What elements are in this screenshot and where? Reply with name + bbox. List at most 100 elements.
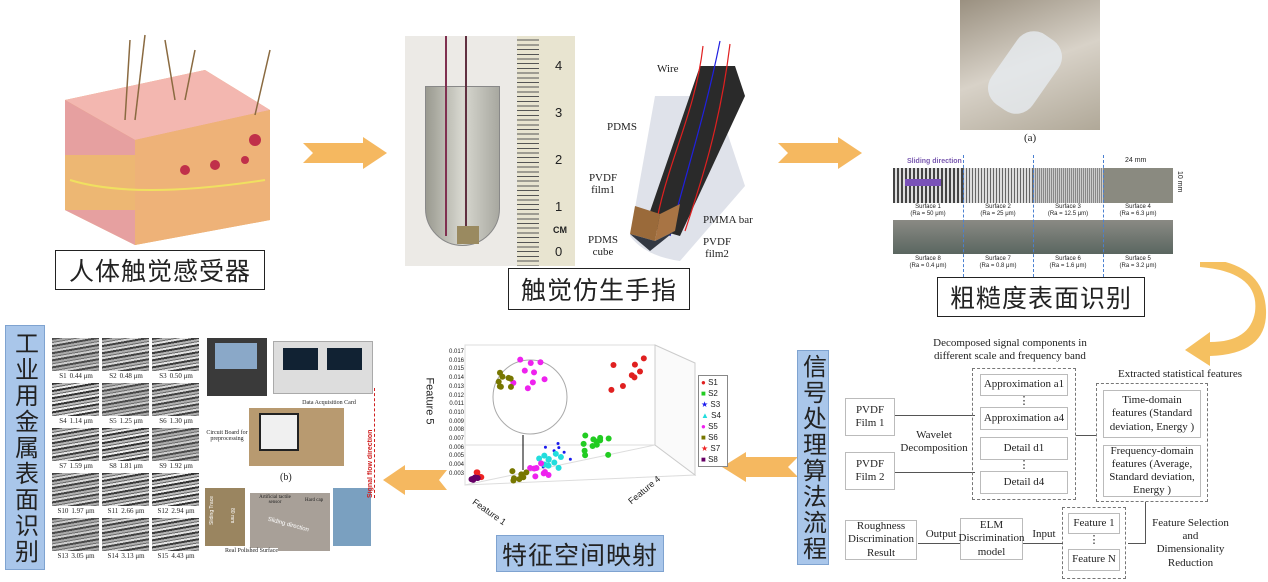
label-wire: Wire xyxy=(657,63,679,75)
point-S5 xyxy=(532,473,539,480)
ruler-tick-1: 1 xyxy=(555,199,563,214)
y-tick-label: 0.005 xyxy=(448,453,464,460)
legend-item: ★ S3 xyxy=(701,399,725,410)
sem-image xyxy=(102,338,149,371)
arrow-right-icon xyxy=(778,137,862,169)
finger-on-surface-photo xyxy=(960,0,1100,130)
sample-ra: 3.13 μm xyxy=(121,552,145,560)
label-pvdf1: PVDF film1 xyxy=(588,172,618,196)
sample-id: S4 xyxy=(59,417,67,425)
feature1-box: Feature 1 xyxy=(1068,513,1120,534)
y-tick-label: 0.008 xyxy=(448,427,464,434)
trace-length-label: 80 mm xyxy=(229,508,235,524)
y-tick-label: 0.010 xyxy=(448,409,464,416)
sample-id: S3 xyxy=(159,372,167,380)
sem-image xyxy=(152,428,199,461)
skin-receptor-illustration xyxy=(55,30,280,250)
legend-label: S1 xyxy=(708,378,718,387)
sample-id: S2 xyxy=(109,372,117,380)
legend-item: ■ S2 xyxy=(701,388,725,399)
point-S5 xyxy=(541,376,548,383)
sample-ra: 1.92 μm xyxy=(169,462,193,470)
sample-ra: 1.14 μm xyxy=(69,417,93,425)
sem-image xyxy=(52,473,99,506)
legend-marker-icon: ★ xyxy=(701,400,711,409)
point-S2 xyxy=(580,440,587,447)
hard-cap-label: Hard cap xyxy=(305,498,324,503)
elm-model-box: ELM Discrimination model xyxy=(959,518,1025,560)
sample-id: S11 xyxy=(107,507,119,515)
point-S6 xyxy=(520,474,527,481)
point-S2 xyxy=(593,438,600,445)
stage-label-feature-space: 特征空间映射 xyxy=(496,535,664,572)
circuit-label: Circuit Board for preprocessing xyxy=(206,430,248,442)
point-S6 xyxy=(507,383,514,390)
legend-item: ● S1 xyxy=(701,377,725,388)
sliding-direction-label: Sliding direction xyxy=(907,158,962,165)
sem-image xyxy=(102,428,149,461)
ruler-tick-2: 2 xyxy=(555,152,563,167)
experiment-setup: Data Acquisition Card Circuit Board for … xyxy=(205,338,380,563)
finger-photo: 4 3 2 1 CM 0 xyxy=(405,36,575,266)
point-S5 xyxy=(537,359,544,366)
point-S2 xyxy=(605,435,612,442)
surface-ra: (Ra = 3.2 μm) xyxy=(1119,263,1157,270)
ruler-tick-0: 0 xyxy=(555,244,563,259)
y-tick-label: 0.014 xyxy=(448,375,464,382)
point-S2 xyxy=(582,432,589,439)
y-tick-label: 0.009 xyxy=(448,418,464,425)
legend: ● S1■ S2★ S3▲ S4● S5■ S6★ S7■ S8 xyxy=(698,375,728,467)
vdots-icon: ⋮ xyxy=(1018,459,1030,471)
point-S5 xyxy=(527,465,534,472)
sliding-trace-label: Sliding Trace xyxy=(209,496,215,525)
sem-image xyxy=(152,383,199,416)
vdots-icon: ⋮ xyxy=(1018,395,1030,407)
extracted-title: Extracted statistical features xyxy=(1118,368,1242,380)
point-S1 xyxy=(637,368,644,375)
point-S6 xyxy=(509,468,516,475)
point-S4 xyxy=(536,455,543,462)
legend-marker-icon: ■ xyxy=(701,433,709,442)
point-S3 xyxy=(543,445,547,449)
legend-marker-icon: ● xyxy=(701,378,709,387)
stage-label-receptor: 人体触觉感受器 xyxy=(55,250,265,290)
legend-label: S7 xyxy=(710,444,721,453)
legend-marker-icon: ▲ xyxy=(701,411,712,420)
legend-label: S2 xyxy=(708,389,718,398)
point-S3 xyxy=(557,446,561,450)
approximation-a1-box: Approximation a1 xyxy=(980,374,1068,396)
legend-marker-icon: ● xyxy=(701,422,709,431)
sample-id: S1 xyxy=(59,372,67,380)
width-label: 24 mm xyxy=(1125,157,1147,164)
point-S8 xyxy=(474,474,481,481)
point-S6 xyxy=(495,378,502,385)
y-tick-label: 0.016 xyxy=(448,357,464,364)
surface-samples: Sliding direction 24 mm 10 mm Surface 1(… xyxy=(893,155,1183,277)
point-S2 xyxy=(589,443,596,450)
ruler-tick-4: 4 xyxy=(555,58,563,73)
sample-ra: 3.05 μm xyxy=(71,552,95,560)
figure-label-b: (b) xyxy=(280,472,292,483)
point-S4 xyxy=(555,464,562,471)
curved-arrow-icon xyxy=(1185,262,1267,366)
surface-name: Surface 7 xyxy=(985,256,1011,262)
sample-ra: 0.48 μm xyxy=(119,372,143,380)
figure-label-a: (a) xyxy=(1024,132,1037,144)
surface-name: Surface 1 xyxy=(915,204,941,210)
sample-id: S12 xyxy=(157,507,169,515)
surface-name: Surface 8 xyxy=(915,256,941,262)
legend-label: S4 xyxy=(711,411,721,420)
stage-label-industrial: 工业用金属表面识别 xyxy=(5,325,45,570)
sample-ra: 2.66 μm xyxy=(121,507,145,515)
sem-image xyxy=(102,473,149,506)
sem-image xyxy=(102,518,149,551)
